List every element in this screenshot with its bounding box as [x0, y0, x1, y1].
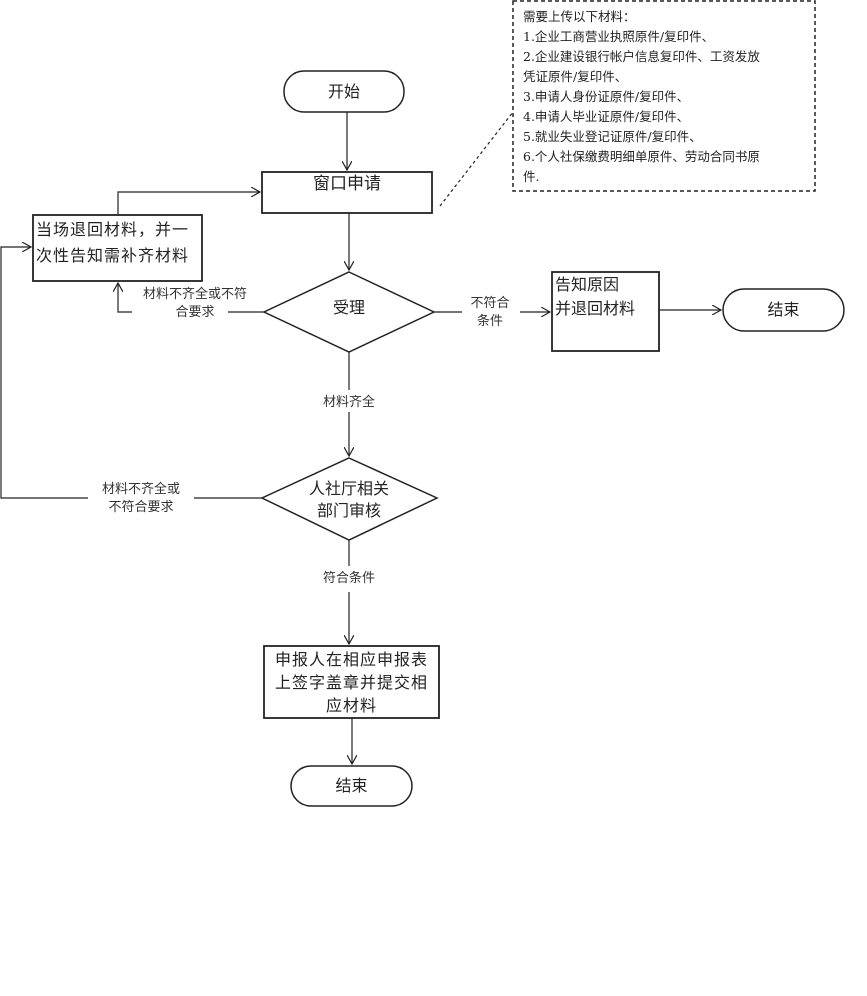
sign-submit-line-3: 应材料: [325, 696, 377, 715]
review-line-2: 部门审核: [316, 501, 381, 520]
sign-submit-label: 申报人在相应申报表 上签字盖章并提交相 应材料: [264, 648, 439, 717]
review-line-1: 人社厅相关: [308, 479, 389, 498]
edge-label-incomplete-2-line-1: 材料不齐全或: [101, 482, 180, 497]
note-connector: [439, 111, 514, 207]
note-item: 4.申请人毕业证原件/复印件、: [523, 109, 690, 124]
note-item: 件.: [523, 169, 540, 184]
edge-label-not-meet-line-1: 不符合: [470, 296, 510, 311]
sign-submit-line-1: 申报人在相应申报表: [274, 650, 428, 669]
sign-submit-line-2: 上签字盖章并提交相: [274, 673, 428, 692]
start-terminal: [283, 70, 405, 113]
notify-reason-label: 告知原因 并退回材料: [555, 273, 659, 321]
window-apply-box: [261, 171, 433, 214]
note-item: 1.企业工商营业执照原件/复印件、: [523, 29, 715, 44]
end-top-label: 结束: [767, 300, 800, 319]
edge-label-meet: 符合条件: [309, 570, 389, 588]
sign-submit-box: [263, 645, 440, 719]
return-materials-box: [32, 214, 203, 282]
arrow-review-to-return: [0, 247, 88, 499]
note-item: 5.就业失业登记证原件/复印件、: [523, 129, 702, 144]
start-label: 开始: [327, 82, 360, 101]
arrow-accept-to-return: [118, 283, 132, 313]
edge-label-incomplete-1-line-2: 合要求: [175, 305, 215, 320]
note-item: 6.个人社保缴费明细单原件、劳动合同书原: [523, 149, 760, 164]
note-item: 凭证原件/复印件、: [523, 69, 628, 84]
note-title: 需要上传以下材料：: [523, 9, 636, 24]
end-bottom-label: 结束: [335, 776, 368, 795]
notify-reason-line-1: 告知原因: [555, 275, 620, 294]
note-item: 2.企业建设银行帐户信息复印件、工资发放: [523, 49, 760, 64]
edge-label-incomplete-1-line-1: 材料不齐全或不符: [142, 287, 247, 302]
end-terminal-bottom: [290, 765, 413, 807]
arrow-return-to-apply: [117, 192, 260, 215]
window-apply-label: 窗口申请: [313, 174, 381, 194]
materials-note-box: [512, 0, 816, 192]
notify-reason-box: [551, 271, 660, 352]
end-terminal-top: [722, 288, 845, 332]
note-item: 3.申请人身份证原件/复印件、: [523, 89, 690, 104]
edge-label-not-meet: 不符合 条件: [460, 295, 520, 331]
edge-label-incomplete-2-line-2: 不符合要求: [108, 500, 174, 515]
edge-label-incomplete-1: 材料不齐全或不符 合要求: [131, 286, 259, 322]
notify-reason-line-2: 并退回材料: [555, 299, 636, 318]
return-materials-label: 当场退回材料，并一次性告知需补齐材料: [36, 220, 190, 265]
edge-label-incomplete-2: 材料不齐全或 不符合要求: [86, 481, 196, 517]
edge-label-not-meet-line-2: 条件: [476, 314, 503, 329]
accept-label: 受理: [332, 298, 365, 317]
review-label: 人社厅相关 部门审核: [289, 478, 409, 522]
materials-note: 需要上传以下材料： 1.企业工商营业执照原件/复印件、 2.企业建设银行帐户信息…: [513, 1, 815, 191]
edge-label-complete: 材料齐全: [309, 394, 389, 412]
